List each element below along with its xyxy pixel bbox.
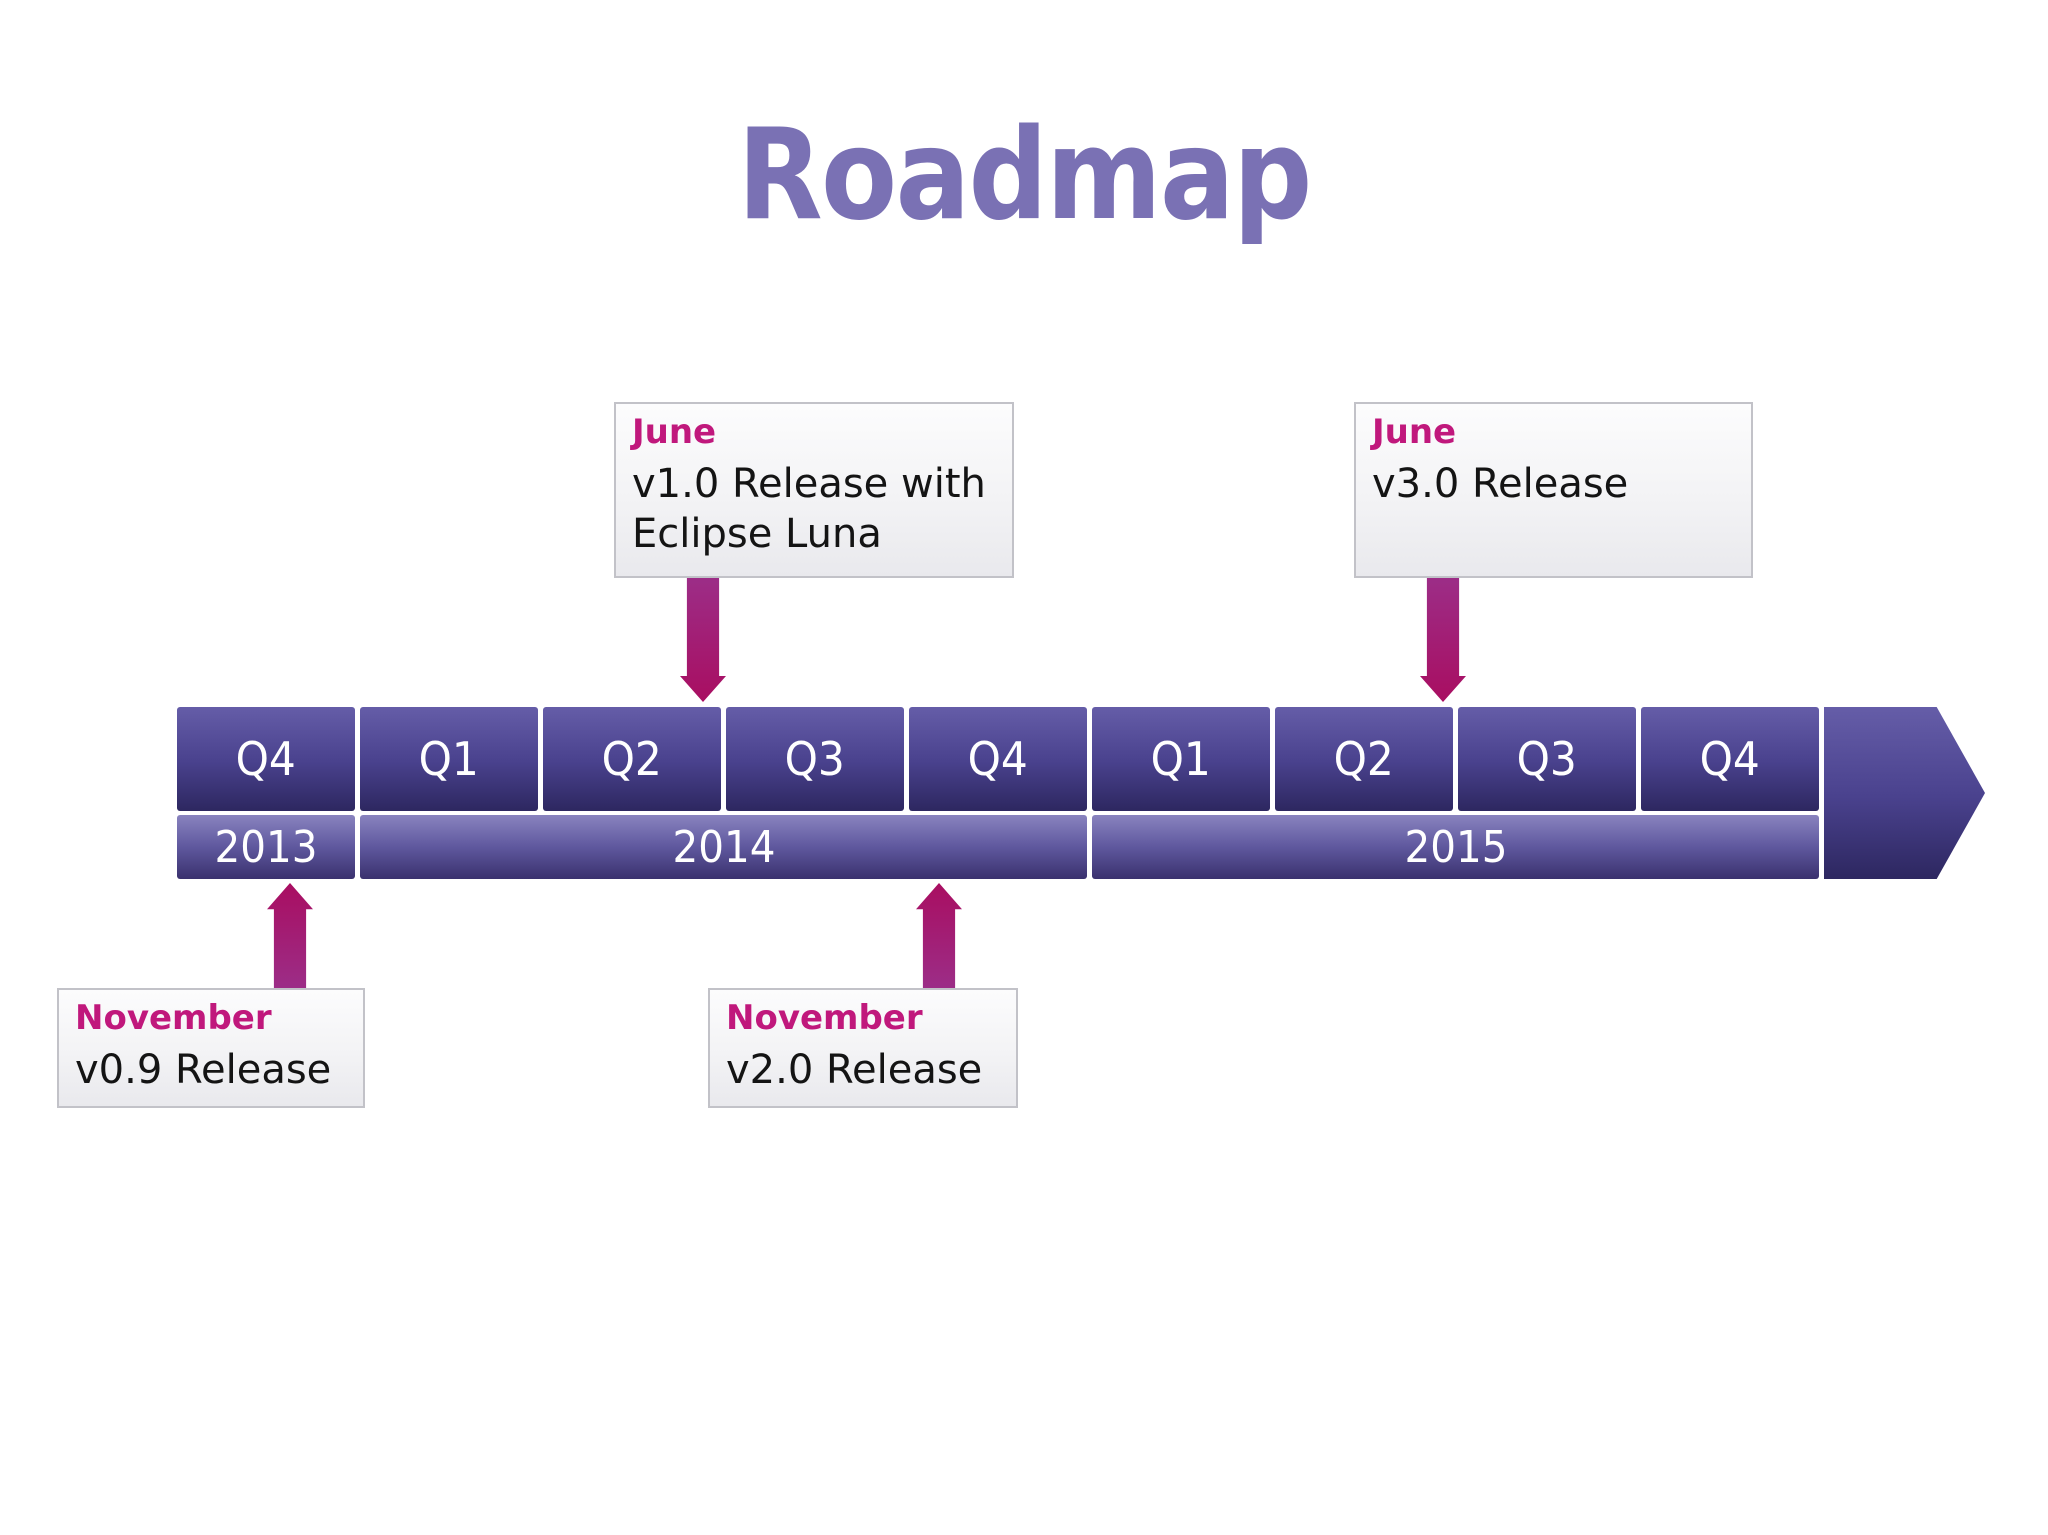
callout-month-label: June: [632, 412, 717, 452]
quarter-label: Q2: [1333, 732, 1395, 786]
quarter-label: Q4: [235, 732, 297, 786]
quarter-label: Q3: [1516, 732, 1578, 786]
quarter-label: Q4: [1699, 732, 1761, 786]
page-title: Roadmap: [737, 101, 1312, 248]
arrow-up-icon: [267, 883, 313, 988]
quarter-cell-2015-q4: Q4: [1641, 707, 1819, 811]
year-band-2015: 2015: [1092, 815, 1819, 879]
year-label: 2013: [214, 821, 318, 873]
quarter-cell-2015-q3: Q3: [1458, 707, 1636, 811]
callout-body-text: v3.0 Release: [1372, 460, 1629, 507]
quarter-label: Q1: [1150, 732, 1212, 786]
callout-body-text: v1.0 Release with Eclipse Luna: [632, 460, 986, 557]
year-band-2013: 2013: [177, 815, 355, 879]
callout-june-2015: June v3.0 Release: [1354, 402, 1753, 578]
year-label: 2015: [1403, 821, 1508, 873]
year-label: 2014: [671, 821, 776, 873]
quarter-cell-2015-q1: Q1: [1092, 707, 1270, 811]
quarter-label: Q4: [967, 732, 1029, 786]
arrow-up-icon: [916, 883, 962, 988]
quarter-label: Q1: [418, 732, 480, 786]
arrow-down-icon: [1420, 578, 1466, 702]
quarter-cell-2014-q3: Q3: [726, 707, 904, 811]
quarter-cell-2014-q4: Q4: [909, 707, 1087, 811]
arrow-down-icon: [680, 578, 726, 702]
callout-body-text: v2.0 Release: [726, 1046, 983, 1093]
year-band-2014: 2014: [360, 815, 1087, 879]
quarter-label: Q3: [784, 732, 846, 786]
quarter-cell-2015-q2: Q2: [1275, 707, 1453, 811]
callout-november-2013: November v0.9 Release: [57, 988, 365, 1108]
quarter-cell-2014-q1: Q1: [360, 707, 538, 811]
quarter-label: Q2: [601, 732, 663, 786]
timeline-arrowhead-icon: [1824, 707, 1985, 879]
callout-month-label: November: [726, 998, 923, 1038]
quarter-cell-2014-q2: Q2: [543, 707, 721, 811]
quarter-cell-2013-q4: Q4: [177, 707, 355, 811]
callout-november-2014: November v2.0 Release: [708, 988, 1018, 1108]
callout-month-label: June: [1372, 412, 1457, 452]
callout-body-text: v0.9 Release: [75, 1046, 332, 1093]
callout-june-2014: June v1.0 Release with Eclipse Luna: [614, 402, 1014, 578]
callout-month-label: November: [75, 998, 272, 1038]
